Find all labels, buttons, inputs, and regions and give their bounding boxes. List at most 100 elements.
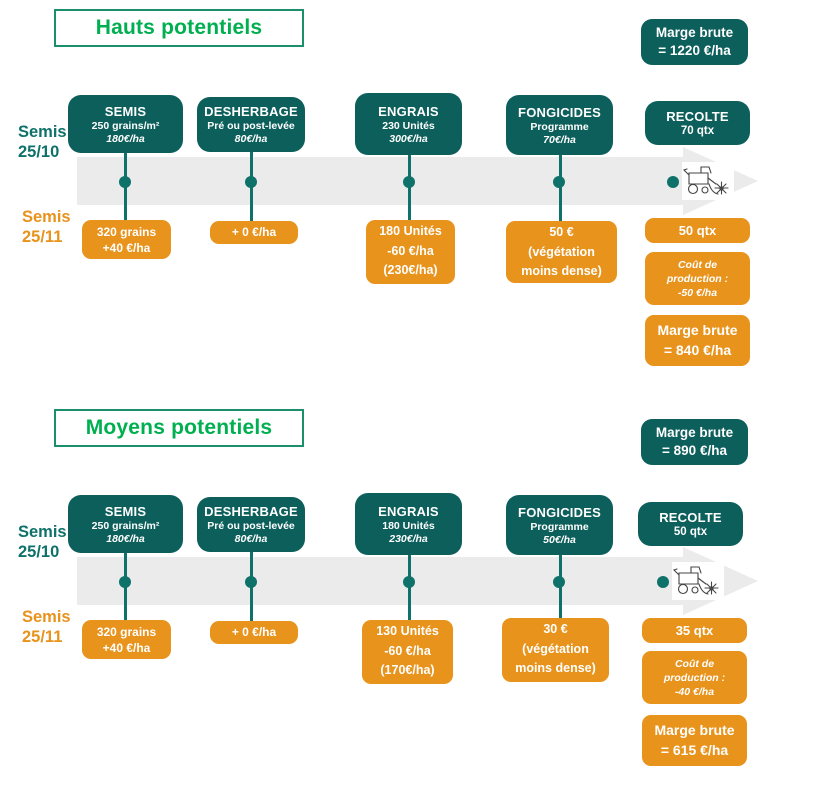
section-title-box: Moyens potentiels xyxy=(54,409,304,447)
late-line: 30 € xyxy=(543,622,568,636)
stage-detail: 250 grains/m² xyxy=(91,119,160,132)
timeline-dot xyxy=(667,176,679,188)
stage-cost: 50€/ha xyxy=(543,533,576,546)
gross-margin-top-box: Marge brute = 1220 €/ha xyxy=(641,19,748,65)
stage-cost: 80€/ha xyxy=(234,133,268,145)
late-line: moins dense) xyxy=(521,264,602,278)
timeline-dot xyxy=(119,176,131,188)
stage-cost: 70€/ha xyxy=(543,133,576,146)
timeline-dot xyxy=(657,576,669,588)
gross-margin-label: Marge brute xyxy=(655,425,734,440)
timeline-dot xyxy=(119,576,131,588)
margin-line: Marge brute xyxy=(657,322,738,338)
late-line: -60 €/ha xyxy=(387,243,434,258)
cost-line: -50 €/ha xyxy=(677,287,718,299)
stage-box-recolte: RECOLTE 70 qtx xyxy=(645,101,750,145)
timeline-dot xyxy=(245,576,257,588)
cost-line: Coût de xyxy=(677,259,718,271)
label-line: Semis xyxy=(22,608,71,626)
stage-box-fongicides: FONGICIDES Programme 50€/ha xyxy=(506,495,613,555)
result-margin-box: Marge brute = 840 €/ha xyxy=(645,315,750,366)
stage-box-engrais: ENGRAIS 180 Unités 230€/ha xyxy=(355,493,462,555)
late-line: 130 Unités xyxy=(376,624,439,638)
stage-detail: Pré ou post-levée xyxy=(207,120,295,132)
section-moyens-potentiels: Moyens potentiels Marge brute = 890 €/ha… xyxy=(0,400,820,785)
label-line: Semis xyxy=(18,123,67,141)
stage-title: DESHERBAGE xyxy=(204,504,298,519)
result-yield-box: 35 qtx xyxy=(642,618,747,643)
late-line: +40 €/ha xyxy=(102,641,151,655)
late-line: 320 grains xyxy=(96,225,157,239)
late-box-semis: 320 grains +40 €/ha xyxy=(82,620,171,659)
section-title: Hauts potentiels xyxy=(95,16,263,39)
late-line: +40 €/ha xyxy=(102,241,151,255)
stage-box-desherbage: DESHERBAGE Pré ou post-levée 80€/ha xyxy=(197,97,305,152)
yield-value: 35 qtx xyxy=(675,623,714,638)
stage-title: FONGICIDES xyxy=(518,504,601,520)
label-line: Semis xyxy=(22,208,71,226)
timeline-dot xyxy=(245,176,257,188)
late-box-engrais: 180 Unités -60 €/ha (230€/ha) xyxy=(366,220,455,284)
late-line: moins dense) xyxy=(515,661,596,675)
stage-detail: Pré ou post-levée xyxy=(207,520,295,532)
stage-detail: 180 Unités xyxy=(382,519,435,532)
stage-title: SEMIS xyxy=(104,503,147,519)
late-line: + 0 €/ha xyxy=(231,225,277,239)
result-yield-box: 50 qtx xyxy=(645,218,750,243)
late-line: 320 grains xyxy=(96,625,157,639)
combine-harvester-icon xyxy=(672,562,724,600)
late-line: (170€/ha) xyxy=(380,663,435,677)
stage-title: DESHERBAGE xyxy=(204,104,298,119)
stage-box-semis: SEMIS 250 grains/m² 180€/ha xyxy=(68,95,183,153)
late-line: + 0 €/ha xyxy=(231,625,277,639)
cost-line: production : xyxy=(663,672,726,684)
stage-detail: 50 qtx xyxy=(673,526,708,538)
stage-detail: 70 qtx xyxy=(680,125,715,137)
result-cost-box: Coût de production : -40 €/ha xyxy=(642,651,747,704)
left-label-semis-2510: Semis 25/10 xyxy=(18,523,67,562)
left-label-semis-2510: Semis 25/10 xyxy=(18,123,67,162)
stage-cost: 80€/ha xyxy=(234,533,268,545)
result-margin-box: Marge brute = 615 €/ha xyxy=(642,715,747,766)
margin-line: = 615 €/ha xyxy=(660,742,729,758)
timeline-arrow xyxy=(77,547,758,615)
stage-box-desherbage: DESHERBAGE Pré ou post-levée 80€/ha xyxy=(197,497,305,552)
cost-line: -40 €/ha xyxy=(674,686,715,698)
late-line: 50 € xyxy=(549,225,574,239)
combine-harvester-icon xyxy=(682,162,734,200)
stage-box-engrais: ENGRAIS 230 Unités 300€/ha xyxy=(355,93,462,155)
yield-value: 50 qtx xyxy=(678,223,717,238)
late-line: -60 €/ha xyxy=(384,643,431,658)
timeline-dot xyxy=(553,576,565,588)
late-box-fongicides: 30 € (végétation moins dense) xyxy=(502,618,609,682)
stage-cost: 180€/ha xyxy=(106,132,145,145)
stage-box-semis: SEMIS 250 grains/m² 180€/ha xyxy=(68,495,183,553)
label-line: Semis xyxy=(18,523,67,541)
stage-cost: 300€/ha xyxy=(389,132,428,145)
late-box-semis: 320 grains +40 €/ha xyxy=(82,220,171,259)
section-hauts-potentiels: Hauts potentiels Marge brute = 1220 €/ha… xyxy=(0,0,820,392)
stage-detail: 230 Unités xyxy=(382,119,435,132)
stage-title: ENGRAIS xyxy=(378,103,439,119)
section-title-box: Hauts potentiels xyxy=(54,9,304,47)
timeline-dot xyxy=(553,176,565,188)
stage-title: RECOLTE xyxy=(666,109,729,124)
stage-title: ENGRAIS xyxy=(378,503,439,519)
left-label-semis-2511: Semis 25/11 xyxy=(22,208,71,247)
gross-margin-top-box: Marge brute = 890 €/ha xyxy=(641,419,748,465)
stage-title: SEMIS xyxy=(104,103,147,119)
gross-margin-value: = 890 €/ha xyxy=(662,443,727,458)
margin-line: = 840 €/ha xyxy=(663,342,732,358)
stage-title: FONGICIDES xyxy=(518,104,601,120)
margin-line: Marge brute xyxy=(654,722,735,738)
label-line: 25/10 xyxy=(18,142,60,161)
section-title: Moyens potentiels xyxy=(85,416,273,439)
late-box-desherbage: + 0 €/ha xyxy=(210,221,298,244)
late-box-fongicides: 50 € (végétation moins dense) xyxy=(506,221,617,283)
late-line: (230€/ha) xyxy=(383,263,438,277)
label-line: 25/10 xyxy=(18,542,60,561)
late-line: (végétation xyxy=(522,641,589,656)
gross-margin-value: = 1220 €/ha xyxy=(658,43,731,58)
left-label-semis-2511: Semis 25/11 xyxy=(22,608,71,647)
